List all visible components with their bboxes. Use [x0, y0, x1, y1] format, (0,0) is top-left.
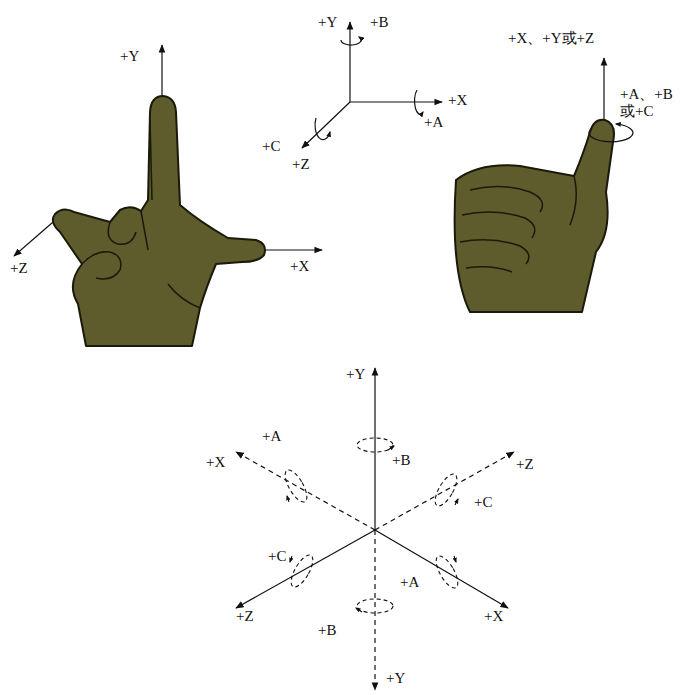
axis-label: +A — [262, 428, 281, 445]
axis-label: +X — [484, 608, 503, 625]
axis-label: +X — [290, 258, 309, 275]
axis-label: +Z — [236, 608, 254, 625]
axis-label: +Y — [120, 48, 139, 65]
axis-label: +Z — [10, 260, 28, 277]
axis-label: +Y — [386, 670, 405, 687]
axis-label: +C — [262, 138, 280, 155]
axis-label: +B — [370, 14, 388, 31]
axis-label: +B — [318, 622, 336, 639]
axis-label: +X — [206, 454, 225, 471]
axis-label: +A — [424, 114, 443, 131]
axis-label: +A — [400, 574, 419, 591]
axis-label: +X、+Y或+Z — [508, 30, 594, 47]
axis-label: +A、+B 或+C — [620, 86, 676, 121]
axis-label: +Z — [292, 156, 310, 173]
axis-label: +Y — [318, 14, 337, 31]
axis-label: +C — [474, 494, 492, 511]
axis-label: +C — [268, 548, 286, 565]
axis-label: +B — [392, 452, 410, 469]
axis-label: +Y — [346, 366, 365, 383]
axis-label: +Z — [516, 456, 534, 473]
axis-label: +X — [448, 92, 467, 109]
